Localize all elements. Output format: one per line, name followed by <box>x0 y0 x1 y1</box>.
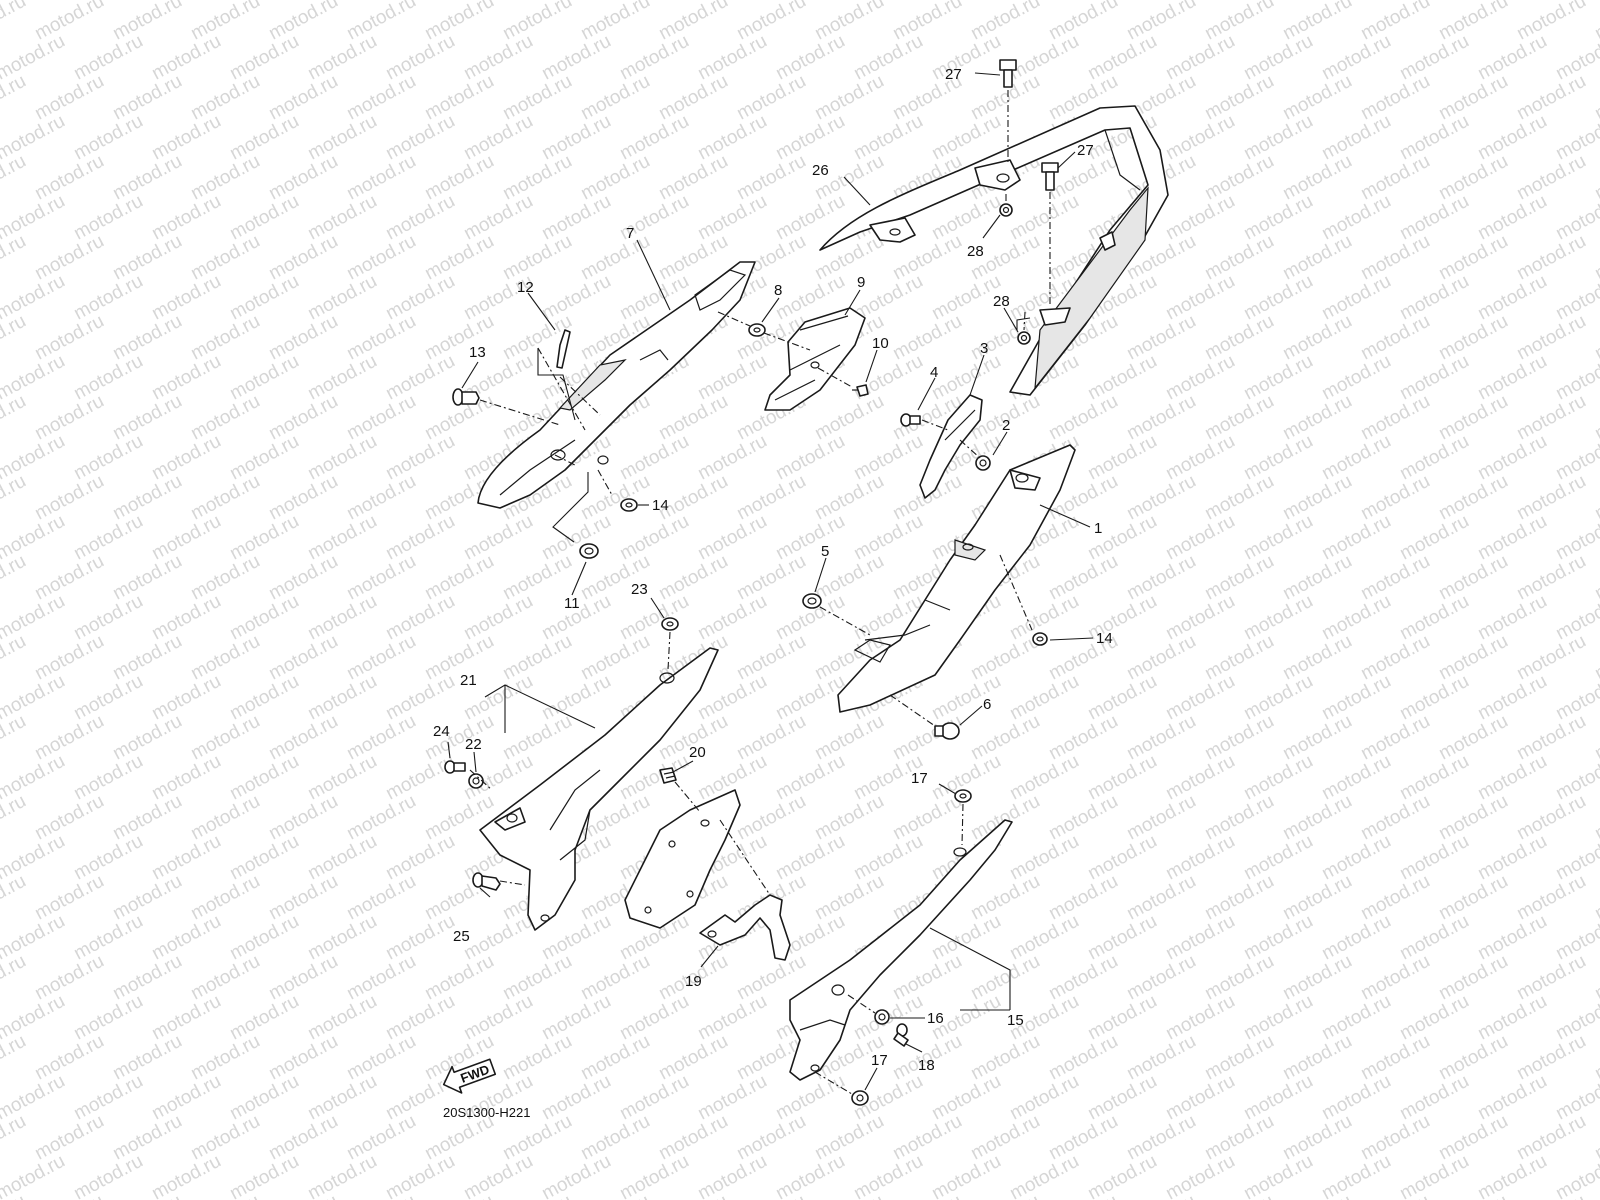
callout-26: 26 <box>812 162 829 179</box>
part-5-grommet <box>802 593 822 609</box>
callout-20: 20 <box>689 744 706 761</box>
callout-27-right: 27 <box>1077 142 1094 159</box>
part-10-screw <box>852 384 869 397</box>
part-8-collar <box>748 323 766 337</box>
callout-23: 23 <box>631 581 648 598</box>
part-18-screw <box>893 1023 909 1047</box>
callout-17-upper: 17 <box>911 770 928 787</box>
part-12-pin <box>556 329 571 369</box>
callout-12: 12 <box>517 279 534 296</box>
callout-14-upper: 14 <box>652 497 669 514</box>
part-23-grommet <box>661 617 679 631</box>
part-22-collar <box>468 773 484 789</box>
part-20-screw <box>659 767 677 784</box>
part-7-side-cover <box>477 261 756 509</box>
callout-19: 19 <box>685 973 702 990</box>
callout-17-lower: 17 <box>871 1052 888 1069</box>
callout-15: 15 <box>1007 1012 1024 1029</box>
part-25-trim-clip <box>472 872 501 891</box>
callout-27-top: 27 <box>945 66 962 83</box>
callout-13: 13 <box>469 344 486 361</box>
diagram-code: 20S1300-H221 <box>443 1105 530 1120</box>
callout-7: 7 <box>626 225 634 242</box>
callout-28-lower: 28 <box>993 293 1010 310</box>
part-28-washer-lower <box>1017 331 1031 345</box>
callout-8: 8 <box>774 282 782 299</box>
callout-10: 10 <box>872 335 889 352</box>
part-3-bracket <box>919 394 983 499</box>
callout-21: 21 <box>460 672 477 689</box>
callout-22: 22 <box>465 736 482 753</box>
callout-3: 3 <box>980 340 988 357</box>
callout-24: 24 <box>433 723 450 740</box>
callout-1: 1 <box>1094 520 1102 537</box>
part-14-nut-right <box>1032 632 1048 646</box>
callout-9: 9 <box>857 274 865 291</box>
part-19-stay-bracket <box>699 894 791 961</box>
callout-14-right: 14 <box>1096 630 1113 647</box>
part-24-screw <box>444 760 466 774</box>
part-2-collar <box>975 455 991 471</box>
callout-4: 4 <box>930 364 938 381</box>
part-27-bolt-top <box>999 59 1017 88</box>
part-16-collar <box>874 1009 890 1025</box>
callout-11: 11 <box>564 595 580 612</box>
part-14-nut-upper <box>620 498 638 512</box>
part-28-washer-upper <box>999 203 1013 217</box>
part-4-screw <box>900 413 921 427</box>
callout-5: 5 <box>821 543 829 560</box>
fwd-arrow: FWD <box>442 1058 497 1094</box>
part-11-grommet <box>579 543 599 559</box>
callout-16: 16 <box>927 1010 944 1027</box>
callout-25: 25 <box>453 928 470 945</box>
part-9-bracket <box>764 307 866 411</box>
callout-18: 18 <box>918 1057 935 1074</box>
cover-plate <box>624 789 741 929</box>
callout-28-upper: 28 <box>967 243 984 260</box>
part-13-trim-clip <box>452 388 480 406</box>
callout-6: 6 <box>983 696 991 713</box>
part-17-grommet-upper <box>954 789 972 803</box>
part-27-bolt-right <box>1041 162 1059 191</box>
part-1-side-cover <box>837 444 1076 713</box>
callout-2: 2 <box>1002 417 1010 434</box>
part-17-grommet-lower <box>851 1090 869 1106</box>
part-6-bolt <box>934 722 960 740</box>
